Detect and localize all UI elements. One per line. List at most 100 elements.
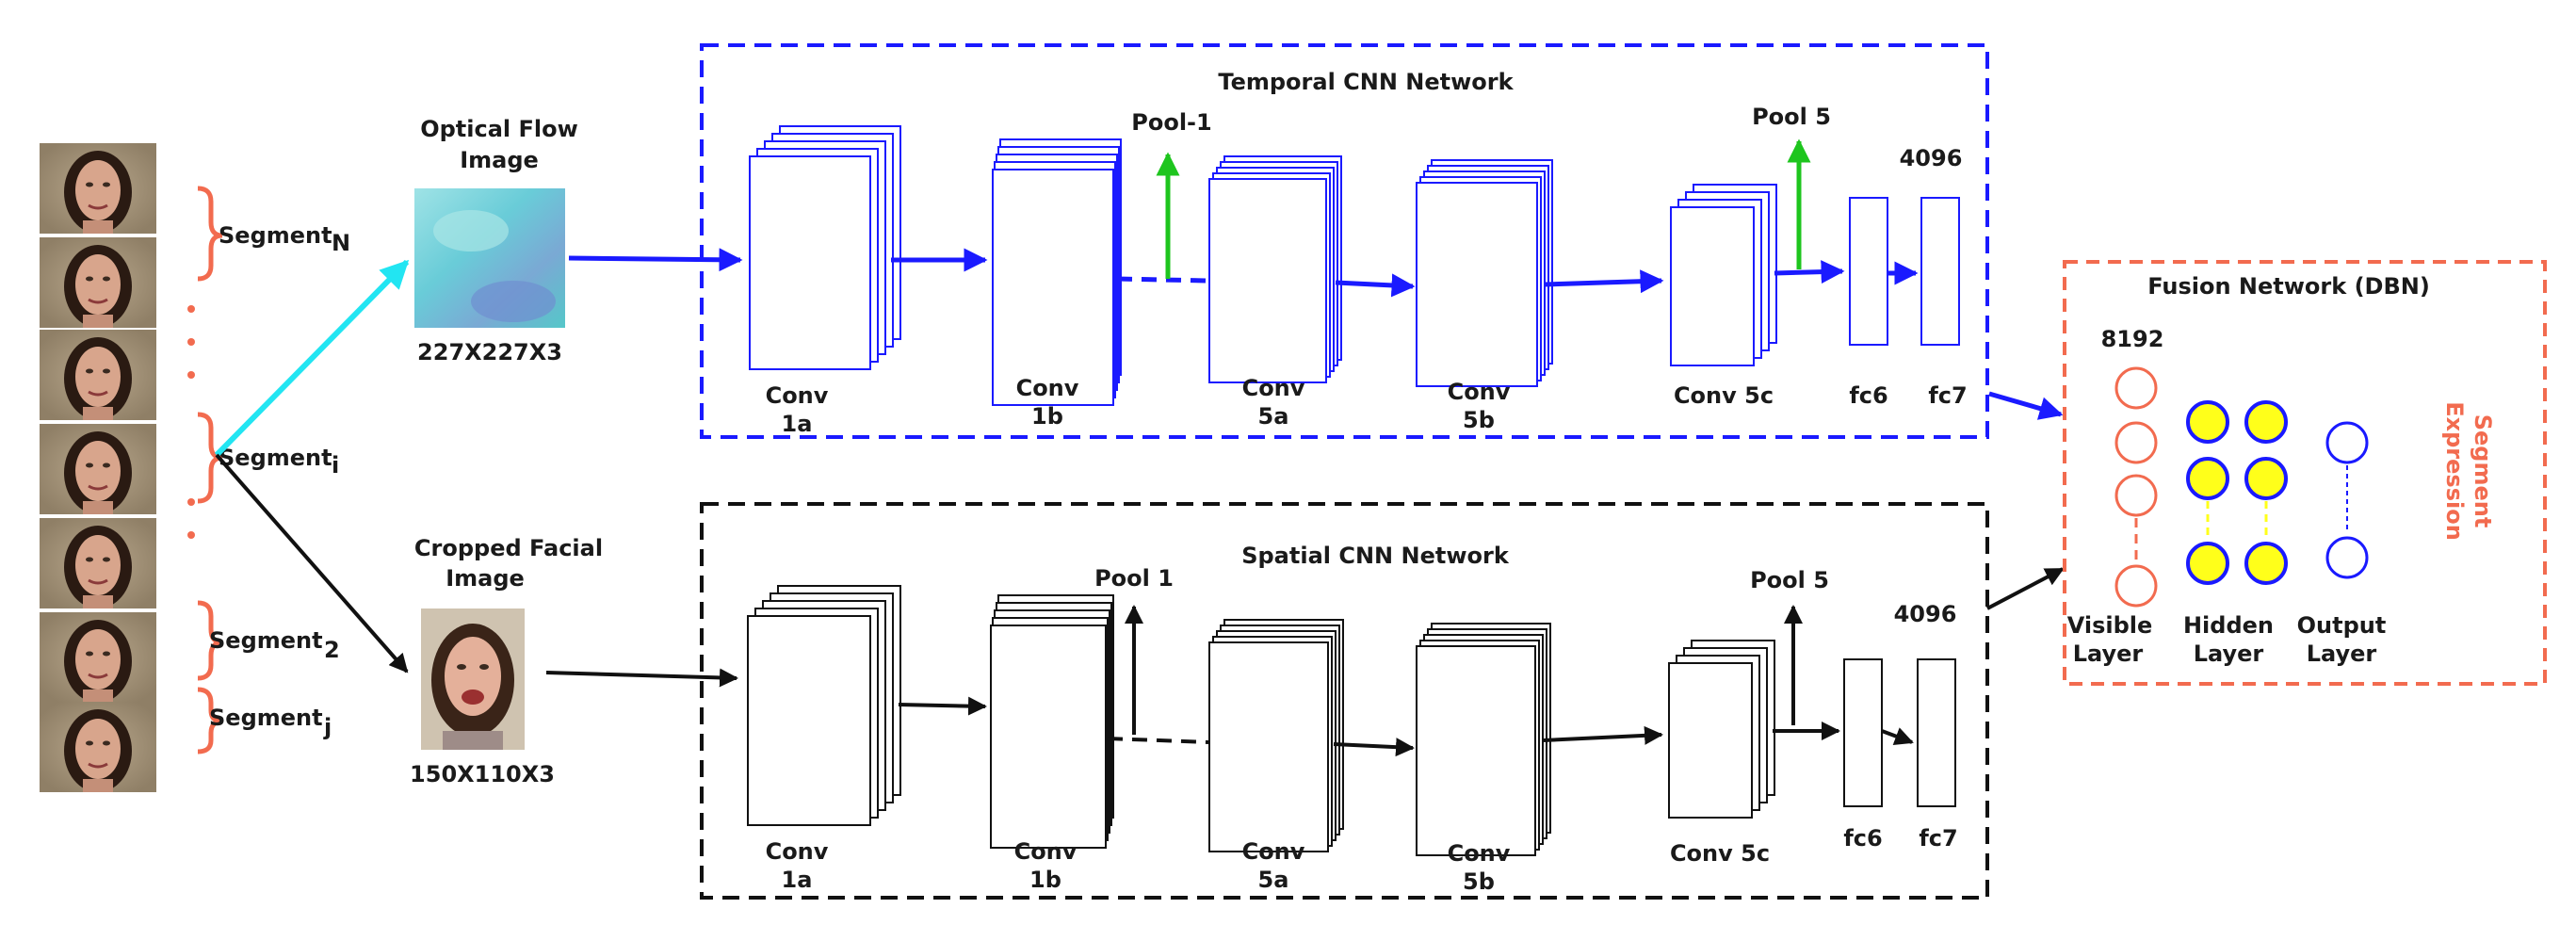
segment-expression-line-1: Segment <box>2470 414 2496 528</box>
temporal-pool1-label: Pool-1 <box>1131 109 1211 136</box>
spatial-conv1a-label-1: Conv <box>766 838 829 865</box>
output-neuron <box>2325 421 2369 464</box>
spatial-pool1-label: Pool 1 <box>1094 565 1174 592</box>
optical-flow-title-2: Image <box>460 147 539 173</box>
visible-neuron <box>2114 421 2158 464</box>
spatial-conv1b-label-2: 1b <box>1029 867 1061 893</box>
temporal-conv1a-label-1: Conv <box>766 382 829 409</box>
spatial-network-box <box>700 502 1989 900</box>
temporal-fc7 <box>1920 197 1960 346</box>
spatial-conv5b-to-conv5c-arrow <box>1542 725 1663 745</box>
spatial-cnn-network: Spatial CNN Network <box>545 502 2065 900</box>
spatial-conv5b-block <box>1416 623 1551 856</box>
segment-lower-label: Segment <box>209 627 323 654</box>
output-layer-label-2: Layer <box>2307 641 2377 667</box>
temporal-to-fusion-arrow <box>1988 391 2064 420</box>
fusion-network: Fusion Network (DBN) 8192 Visible Layer <box>2063 260 2547 686</box>
conv5c-to-fc6-arrow <box>1774 260 1845 284</box>
ellipsis-dot <box>187 371 195 379</box>
temporal-cnn-network: Temporal CNN Network <box>568 43 2064 439</box>
temporal-conv1b-label-1: Conv <box>1016 375 1079 401</box>
spatial-conv5a-block <box>1208 619 1344 852</box>
ellipsis-dot <box>187 498 195 506</box>
temporal-conv1a-label-2: 1a <box>782 411 813 437</box>
segment-top-sub: N <box>332 230 350 256</box>
conv5b-to-conv5c-arrow <box>1544 269 1664 294</box>
segment-labels: Segment N Segment i Segment 2 Segment j <box>209 222 350 740</box>
face-frame <box>38 141 158 235</box>
temporal-conv5a-label-2: 5a <box>1258 403 1289 430</box>
spatial-fc7 <box>1917 658 1956 807</box>
temporal-conv1b-block <box>992 138 1122 406</box>
segment-lower-sub: 2 <box>324 637 340 663</box>
face-frame <box>38 516 158 610</box>
hidden-layer <box>2186 400 2288 585</box>
fusion-network-box <box>2063 260 2547 686</box>
hidden-neuron <box>2186 542 2229 585</box>
fusion-size: 8192 <box>2101 326 2164 352</box>
optical-flow-arrow <box>214 259 410 458</box>
segment-mid-label: Segment <box>219 445 332 471</box>
hidden-neuron <box>2244 542 2288 585</box>
temporal-conv5b-label-2: 5b <box>1463 407 1495 433</box>
face-frame <box>38 610 158 705</box>
hidden-layer-label-2: Layer <box>2194 641 2264 667</box>
segment-bottom-sub: j <box>323 714 332 740</box>
cropped-face-size: 150X110X3 <box>410 761 555 787</box>
temporal-fc6 <box>1849 197 1888 346</box>
visible-layer <box>2114 366 2158 608</box>
spatial-conv1b-to-conv5a-dashed <box>1107 737 1210 744</box>
ellipsis-dot <box>187 338 195 346</box>
fusion-network-title: Fusion Network (DBN) <box>2147 273 2430 300</box>
spatial-conv5a-to-conv5b-arrow <box>1333 738 1415 757</box>
hidden-neuron <box>2186 400 2229 444</box>
segment-expression-line-2: Expression <box>2441 401 2468 541</box>
segment-mid-sub: i <box>332 452 339 479</box>
segment-bottom-label: Segment <box>209 705 323 731</box>
output-layer-label-1: Output <box>2297 612 2387 639</box>
segment-expression-label: Segment Expression <box>2441 401 2496 541</box>
temporal-fc6-label: fc6 <box>1849 382 1887 409</box>
spatial-conv5c-label: Conv 5c <box>1670 840 1770 867</box>
visible-neuron <box>2114 564 2158 608</box>
temporal-network-box <box>700 43 1989 439</box>
spatial-conv1a-label-2: 1a <box>782 867 813 893</box>
visible-layer-label-2: Layer <box>2073 641 2144 667</box>
spatial-network-title: Spatial CNN Network <box>1241 543 1510 569</box>
face-frame <box>38 700 158 794</box>
spatial-fc6-label: fc6 <box>1843 825 1882 852</box>
spatial-conv1b-block <box>990 594 1114 849</box>
spatial-pool5-label: Pool 5 <box>1750 567 1829 593</box>
temporal-conv5c-block <box>1670 184 1777 366</box>
optical-flow-title-1: Optical Flow <box>420 116 578 142</box>
temporal-fc-size: 4096 <box>1900 145 1963 171</box>
spatial-conv5a-label-1: Conv <box>1242 838 1305 865</box>
visible-neuron <box>2114 474 2158 517</box>
conv5a-to-conv5b-arrow <box>1335 273 1416 298</box>
temporal-conv1a-block <box>749 125 901 370</box>
spatial-conv5a-label-2: 5a <box>1258 867 1289 893</box>
face-frame <box>38 422 158 516</box>
output-neuron <box>2325 536 2369 579</box>
spatial-to-fusion-arrow <box>1986 567 2065 610</box>
temporal-conv5a-label-1: Conv <box>1242 375 1305 401</box>
visible-layer-label-1: Visible <box>2067 612 2153 639</box>
temporal-fc7-label: fc7 <box>1928 382 1967 409</box>
hidden-neuron <box>2186 457 2229 500</box>
spatial-fc6-to-fc7-arrow <box>1881 727 1914 746</box>
temporal-pool5-label: Pool 5 <box>1752 104 1831 130</box>
flow-to-conv1a-arrow <box>568 248 743 272</box>
cropped-face-image: Cropped Facial Image 150X110X3 <box>410 535 603 787</box>
face-strip <box>38 141 195 794</box>
output-layer <box>2325 421 2369 579</box>
temporal-network-title: Temporal CNN Network <box>1218 69 1514 95</box>
spatial-fc7-label: fc7 <box>1919 825 1957 852</box>
visible-neuron <box>2114 366 2158 410</box>
spatial-conv1a-to-conv1b-arrow <box>898 696 987 716</box>
cropped-face-title-2: Image <box>446 565 525 592</box>
temporal-conv5b-block <box>1416 159 1553 387</box>
spatial-conv5c-block <box>1668 640 1775 819</box>
cropped-face-title-1: Cropped Facial <box>414 535 603 561</box>
temporal-conv1b-label-2: 1b <box>1031 403 1063 430</box>
